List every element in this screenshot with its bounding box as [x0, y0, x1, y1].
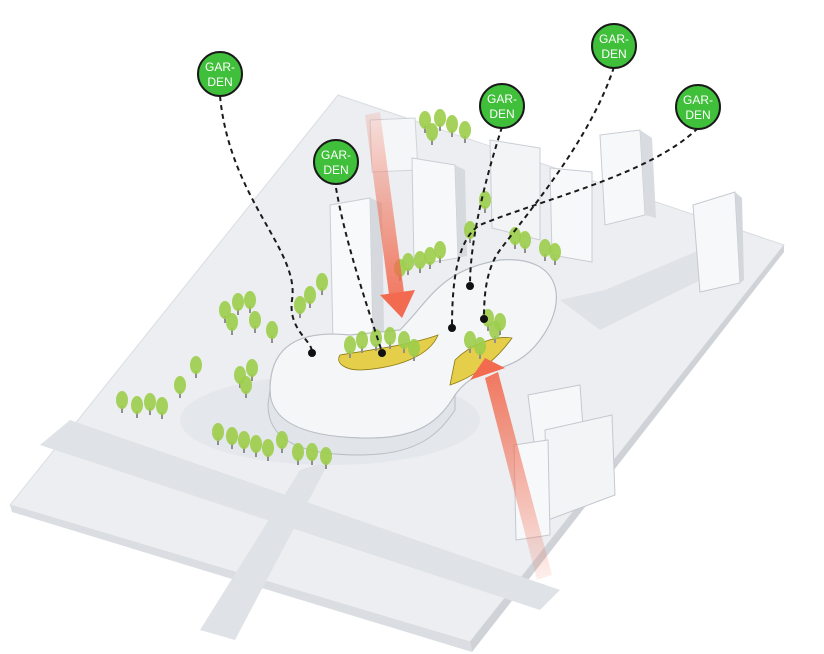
garden-marker: GAR- DEN — [675, 84, 721, 130]
tree-icon — [419, 111, 431, 133]
tree-icon — [246, 359, 258, 381]
tree-icon — [479, 191, 491, 213]
marker-label-line2: DEN — [685, 108, 710, 122]
tree-icon — [292, 443, 304, 465]
tree-icon — [116, 391, 128, 413]
tree-icon — [226, 427, 238, 449]
tree-icon — [262, 439, 274, 461]
tree-icon — [509, 227, 521, 249]
tree-icon — [174, 376, 186, 398]
tree-icon — [384, 327, 396, 349]
leader-lines — [219, 66, 699, 353]
tree-icon — [519, 231, 531, 253]
tree-icon — [249, 311, 261, 333]
tree-icon — [408, 339, 420, 361]
tree-icon — [426, 123, 438, 145]
garden-marker: GAR- DEN — [591, 23, 637, 69]
tree-icon — [494, 313, 506, 335]
tree-icon — [276, 431, 288, 453]
marker-label-line2: DEN — [207, 75, 232, 89]
tree-icon — [144, 393, 156, 415]
tree-icon — [398, 331, 410, 353]
flow-arrow-south — [470, 358, 552, 580]
tree-icon — [238, 431, 250, 453]
tree-icon — [190, 356, 202, 378]
anchor-dots — [308, 282, 488, 357]
tree-icon — [232, 293, 244, 315]
tree-icon — [240, 376, 252, 398]
tree-icon — [370, 329, 382, 351]
tree-icon — [344, 336, 356, 358]
tree-icon — [320, 447, 332, 469]
tree-icon — [156, 397, 168, 419]
tree-icon — [266, 321, 278, 343]
tree-icon — [250, 435, 262, 457]
garden-marker: GAR- DEN — [197, 51, 243, 97]
marker-label-line2: DEN — [601, 47, 626, 61]
tree-icon — [306, 443, 318, 465]
tree-icon — [402, 253, 414, 275]
garden-marker: GAR- DEN — [479, 83, 525, 129]
tree-icon — [434, 241, 446, 263]
tree-icon — [424, 247, 436, 269]
marker-label-line1: GAR- — [205, 60, 235, 74]
tree-icon — [459, 121, 471, 143]
trees — [116, 109, 561, 469]
marker-label-line1: GAR- — [599, 32, 629, 46]
tree-icon — [464, 221, 476, 243]
marker-label-line1: GAR- — [321, 148, 351, 162]
tree-icon — [464, 331, 476, 353]
background-buildings — [329, 117, 744, 541]
marker-label-line2: DEN — [489, 107, 514, 121]
tree-icon — [474, 337, 486, 359]
tree-icon — [244, 291, 256, 313]
tree-icon — [294, 296, 306, 318]
tree-icon — [131, 396, 143, 418]
tree-icon — [226, 313, 238, 335]
tree-icon — [219, 301, 231, 323]
marker-label-line1: GAR- — [683, 93, 713, 107]
tree-icon — [434, 109, 446, 131]
tree-icon — [549, 243, 561, 265]
flow-arrow-north — [365, 112, 415, 318]
tree-icon — [539, 239, 551, 261]
tree-icon — [356, 331, 368, 353]
marker-label-line2: DEN — [323, 163, 348, 177]
marker-label-line1: GAR- — [487, 92, 517, 106]
tree-icon — [414, 251, 426, 273]
tree-icon — [212, 423, 224, 445]
tree-icon — [316, 273, 328, 295]
tree-icon — [304, 286, 316, 308]
tree-icon — [446, 115, 458, 137]
garden-marker: GAR- DEN — [313, 139, 359, 185]
